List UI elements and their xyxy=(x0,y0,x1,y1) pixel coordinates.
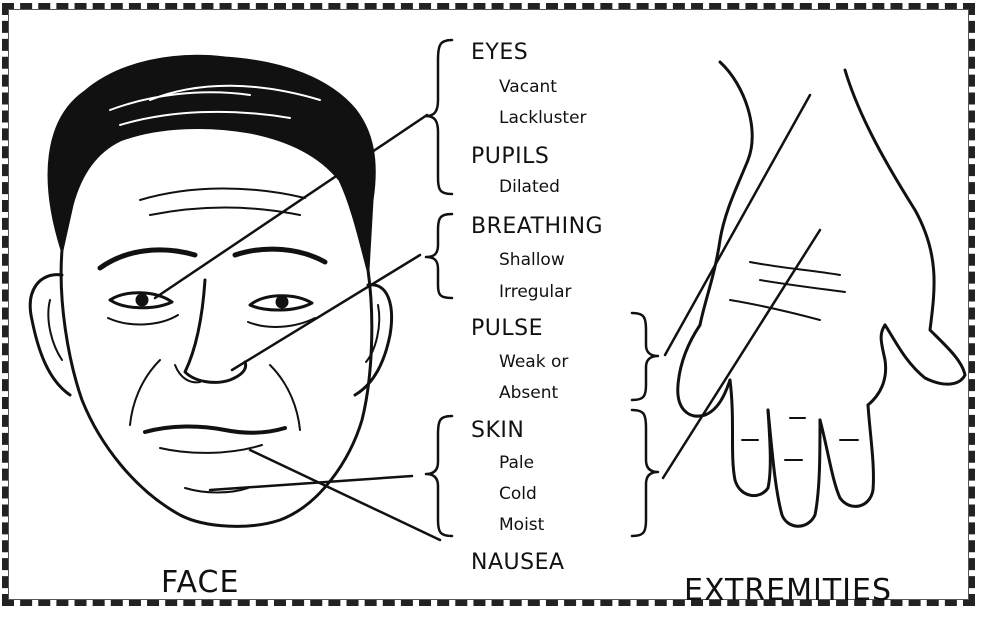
eyes-heading: EYES xyxy=(471,40,528,65)
pointer-pulse xyxy=(665,95,810,355)
pupils-item-dilated: Dilated xyxy=(499,177,560,197)
pupils-heading: PUPILS xyxy=(471,144,549,169)
breathing-item-irregular: Irregular xyxy=(499,282,571,302)
nausea-heading: NAUSEA xyxy=(471,550,565,575)
face-drawing xyxy=(30,56,391,526)
skin-heading: SKIN xyxy=(471,418,524,443)
brace-eyes-pupils xyxy=(426,40,452,194)
brace-breathing xyxy=(426,214,452,298)
index-finger xyxy=(730,380,770,496)
left-eyebrow xyxy=(100,250,195,268)
middle-finger xyxy=(768,410,820,526)
little-finger xyxy=(868,325,886,405)
thumb xyxy=(678,325,730,416)
brace-skin-left xyxy=(426,416,452,536)
right-ear xyxy=(355,285,392,395)
skin-item-moist: Moist xyxy=(499,515,544,535)
breathing-heading: BREATHING xyxy=(471,214,603,239)
breathing-item-shallow: Shallow xyxy=(499,250,565,270)
pulse-item-absent: Absent xyxy=(499,383,558,403)
pointer-nausea xyxy=(250,450,440,540)
skin-item-cold: Cold xyxy=(499,484,537,504)
mouth xyxy=(145,426,285,432)
eyes-item-vacant: Vacant xyxy=(499,77,557,97)
hand-drawing xyxy=(678,62,965,526)
pulse-item-weak: Weak or xyxy=(499,352,568,372)
skin-item-pale: Pale xyxy=(499,453,534,473)
ring-finger xyxy=(820,405,873,506)
pulse-heading: PULSE xyxy=(471,316,543,341)
extremities-caption: EXTREMITIES xyxy=(684,573,892,608)
right-eyebrow xyxy=(235,249,325,262)
face-caption: FACE xyxy=(161,565,239,600)
eyes-item-lackluster: Lackluster xyxy=(499,108,587,128)
brace-skin-right xyxy=(632,410,658,536)
hair xyxy=(49,56,374,270)
brace-pulse xyxy=(632,313,658,400)
